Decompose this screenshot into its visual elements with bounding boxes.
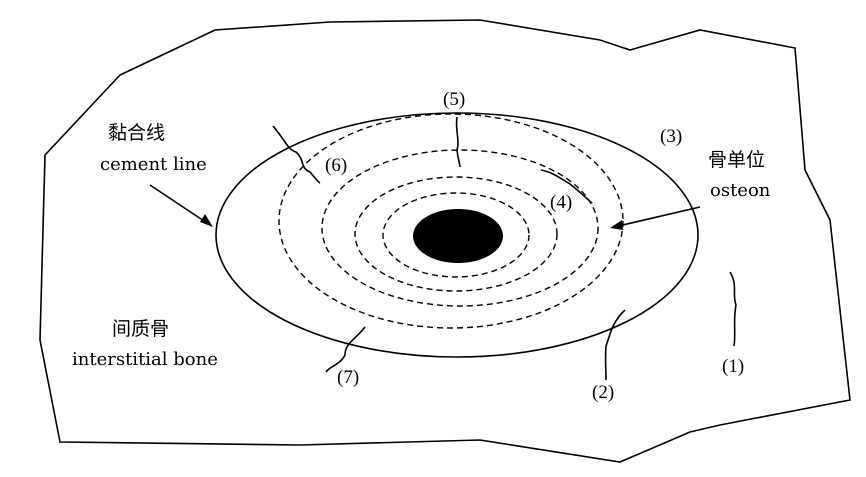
pointer-line-7 xyxy=(325,326,366,373)
cement-line-ellipse xyxy=(215,112,699,358)
label-3: (3) xyxy=(660,126,683,147)
lamella-ring-3 xyxy=(354,176,558,292)
osteon-arrow xyxy=(613,206,701,228)
label-5: (5) xyxy=(443,89,466,110)
interstitial-bone-label-en: interstitial bone xyxy=(72,349,218,370)
cement-line-label-zh: 黏合线 xyxy=(108,122,166,144)
cement-line-label-en: cement line xyxy=(100,154,207,175)
interstitial-bone-label-zh: 间质骨 xyxy=(112,318,170,340)
lamella-ring-2 xyxy=(321,149,599,307)
label-6: (6) xyxy=(325,155,348,176)
lamella-ring-1 xyxy=(278,113,624,329)
cement-line-arrowhead xyxy=(200,214,213,227)
pointer-line-1 xyxy=(729,271,737,347)
pointer-line-2 xyxy=(604,309,626,381)
pointer-line-5 xyxy=(455,116,461,168)
central-canal xyxy=(413,209,503,263)
osteon-label-en: osteon xyxy=(710,180,771,201)
lamella-ring-4 xyxy=(382,192,530,278)
label-1: (1) xyxy=(722,356,745,377)
label-7: (7) xyxy=(337,367,360,388)
bone-outline xyxy=(39,19,851,463)
pointer-line-4 xyxy=(540,169,593,204)
label-4: (4) xyxy=(550,192,573,213)
osteon-arrowhead xyxy=(610,220,623,230)
label-2: (2) xyxy=(592,382,615,403)
cement-line-arrow xyxy=(149,184,211,226)
osteon-label-zh: 骨单位 xyxy=(708,149,766,171)
pointer-line-6 xyxy=(272,125,321,184)
